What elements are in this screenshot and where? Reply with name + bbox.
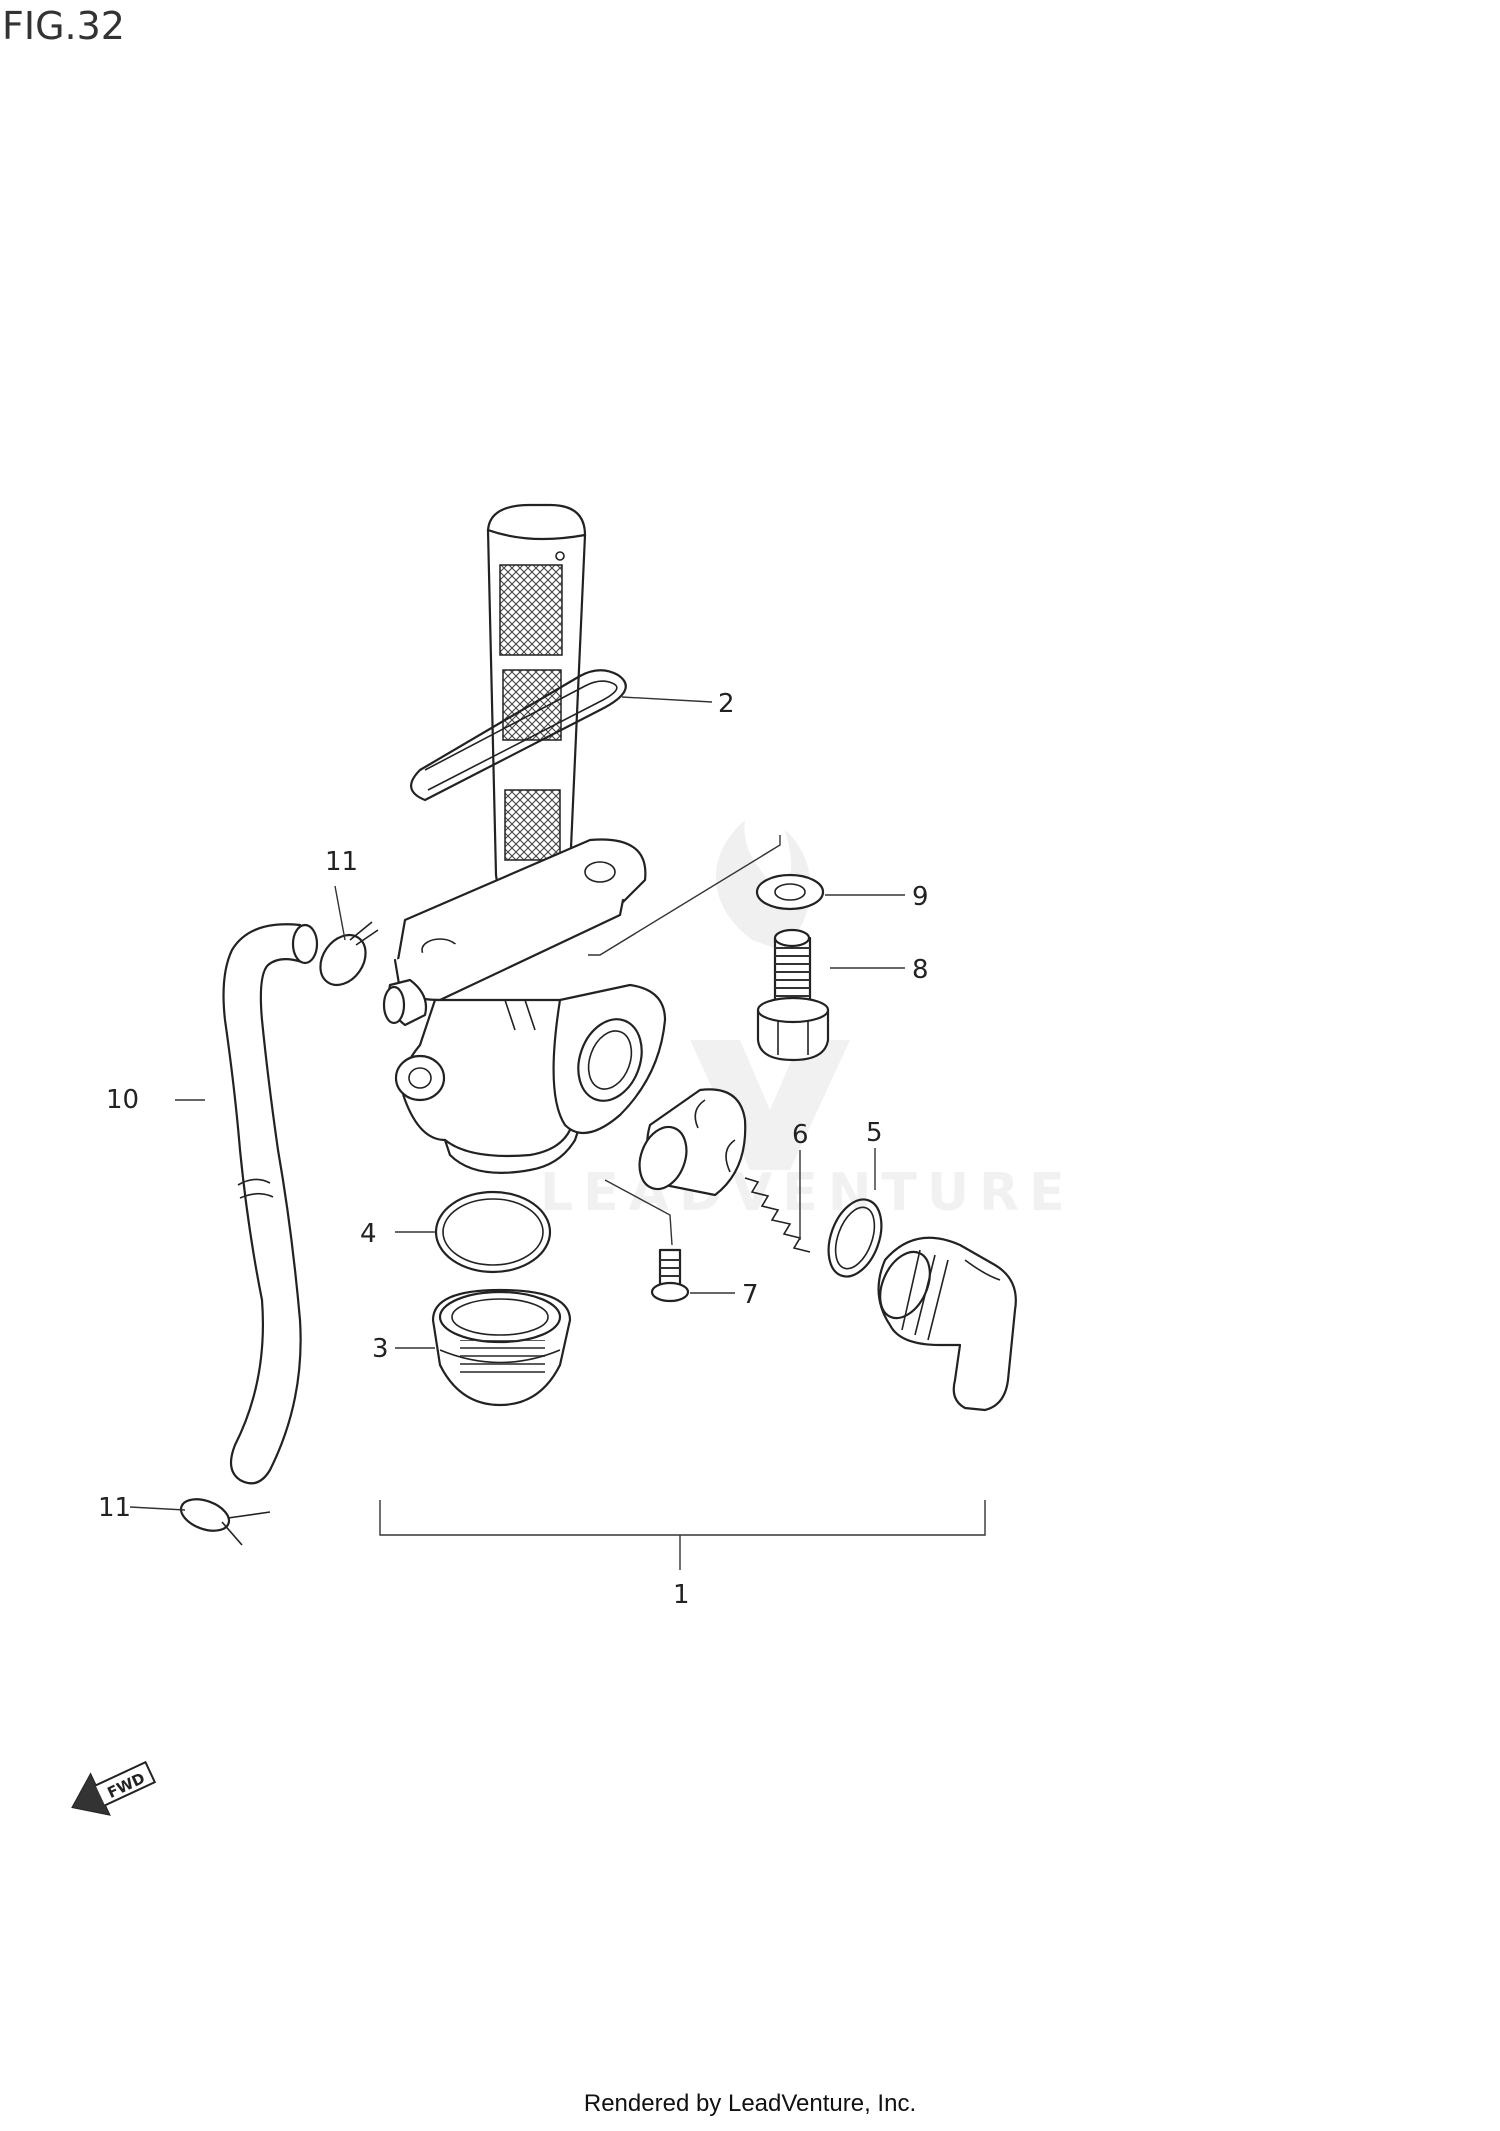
callout-1: 1 [673,1580,690,1610]
callout-5: 5 [866,1118,883,1148]
leader-lines [129,696,986,1570]
figure-title: FIG.32 [2,4,125,48]
fuel-strainer-screen [486,503,587,902]
o-ring [827,1198,883,1278]
screw [650,1248,690,1303]
sediment-cup [431,1288,572,1407]
callout-11-top: 11 [325,847,358,877]
callout-2: 2 [718,689,735,719]
callout-11-bottom: 11 [98,1493,131,1523]
lever-indicator-line [604,1179,673,1246]
callout-4: 4 [360,1219,377,1249]
cup-o-ring [434,1190,552,1274]
footer-credit: Rendered by LeadVenture, Inc. [583,2090,917,2117]
callout-7: 7 [742,1280,759,1310]
washer [755,873,825,911]
forward-arrow-icon: FWD [71,1760,157,1816]
callout-3: 3 [372,1334,389,1364]
watermark-text: LEADVENTURE [540,1163,1075,1223]
assembly-indicator-line [588,835,781,956]
bolt [756,928,830,1062]
callout-8: 8 [912,955,929,985]
hose-clamp-bottom [179,1498,271,1546]
callout-6: 6 [792,1120,809,1150]
hose-clamp-top [319,921,379,987]
callout-9: 9 [912,882,929,912]
valve-lever-plug [638,1088,747,1197]
fuel-hose [222,923,319,1485]
spring [744,1177,811,1253]
fuel-cock-body [382,838,667,1174]
strainer-gasket [410,669,627,802]
fuel-valve-lever [877,1236,1017,1412]
callout-10: 10 [106,1085,139,1115]
